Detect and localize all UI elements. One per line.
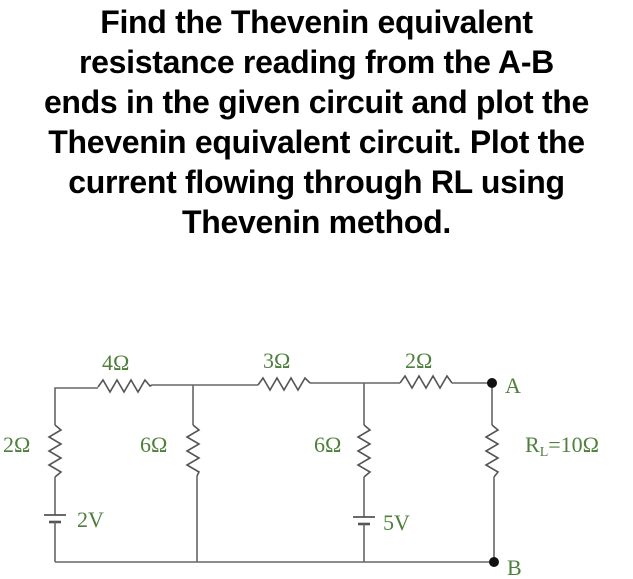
resistor-3ohm-label: 3Ω: [263, 348, 290, 373]
middle-branch-1: 6Ω: [140, 385, 201, 562]
question-line-5: current flowing through RL using: [68, 164, 565, 200]
top-wires: [54, 382, 492, 425]
resistor-4ohm-label: 4Ω: [102, 350, 129, 375]
resistor-2ohm-top: 2Ω: [399, 348, 453, 390]
question-text: Find the Thevenin equivalent resistance …: [0, 2, 633, 242]
left-branch: 2Ω 2V: [3, 424, 104, 562]
battery-2v-label: 2V: [77, 507, 104, 532]
terminal-b-dot: [489, 557, 499, 567]
terminal-b: B: [489, 555, 522, 579]
question-line-4: Thevenin equivalent circuit. Plot the: [48, 124, 585, 160]
question-line-1: Find the Thevenin equivalent: [100, 4, 533, 40]
question-line-6: Thevenin method.: [182, 204, 451, 240]
middle-branch-2: 6Ω 5V: [314, 383, 410, 562]
resistor-2ohm-top-label: 2Ω: [405, 348, 432, 373]
resistor-4ohm: 4Ω: [97, 350, 153, 394]
question-line-2: resistance reading from the A-B: [79, 44, 554, 80]
terminal-b-label: B: [507, 555, 522, 579]
load-resistor-label: RL=10Ω: [525, 432, 599, 460]
battery-5v-label: 5V: [383, 510, 410, 535]
question-line-3: ends in the given circuit and plot the: [43, 84, 590, 120]
terminal-a: A: [487, 373, 521, 398]
terminal-a-dot: [487, 378, 497, 388]
resistor-6ohm-1-label: 6Ω: [140, 432, 167, 457]
resistor-3ohm: 3Ω: [257, 348, 311, 392]
resistor-2ohm-left-label: 2Ω: [3, 432, 30, 457]
load-branch: RL=10Ω: [484, 383, 599, 562]
terminal-a-label: A: [505, 373, 521, 398]
resistor-6ohm-2-label: 6Ω: [314, 432, 341, 457]
